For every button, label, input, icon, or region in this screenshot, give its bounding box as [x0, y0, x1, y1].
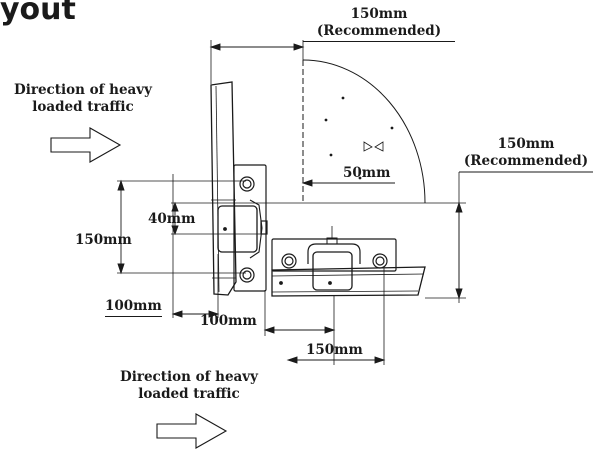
dimension-value: 150mm — [350, 6, 408, 22]
dimension-note: (Recommended) — [463, 153, 589, 169]
top-dimension-label: 150mm (Recommended) — [303, 6, 455, 42]
hinge-icon — [271, 226, 397, 291]
dimension-arrows — [117, 43, 593, 364]
dimension-note: (Recommended) — [303, 23, 455, 42]
traffic-direction-bottom-label: Direction of heavy loaded traffic — [106, 369, 272, 403]
vertical-door-leaf — [210, 81, 237, 296]
traffic-line-2: loaded traffic — [138, 386, 240, 402]
page-heading: yout — [0, 0, 76, 27]
hinge-icon — [217, 164, 268, 292]
dimension-150mm-bottom-label: 150mm — [306, 342, 363, 358]
dimension-value: 150mm — [497, 136, 555, 152]
extension-lines — [117, 40, 466, 365]
door-swing-arc-icon — [302, 59, 426, 204]
traffic-line-1: Direction of heavy — [14, 82, 152, 98]
dimension-50mm-label: 50mm — [343, 165, 391, 181]
right-arrow-outline-icon — [50, 127, 122, 163]
traffic-line-1: Direction of heavy — [120, 369, 258, 385]
traffic-line-2: loaded traffic — [32, 99, 134, 115]
dimension-100mm-left-label: 100mm — [105, 298, 162, 317]
dimension-150mm-left-label: 150mm — [75, 232, 132, 248]
horizontal-door-leaf — [271, 266, 426, 297]
dimension-100mm-bottom-label: 100mm — [200, 313, 257, 329]
right-dimension-label: 150mm (Recommended) — [459, 136, 593, 170]
dimension-40mm-label: 40mm — [148, 211, 196, 227]
traffic-direction-top-label: Direction of heavy loaded traffic — [0, 82, 166, 116]
right-arrow-outline-icon — [156, 413, 228, 449]
